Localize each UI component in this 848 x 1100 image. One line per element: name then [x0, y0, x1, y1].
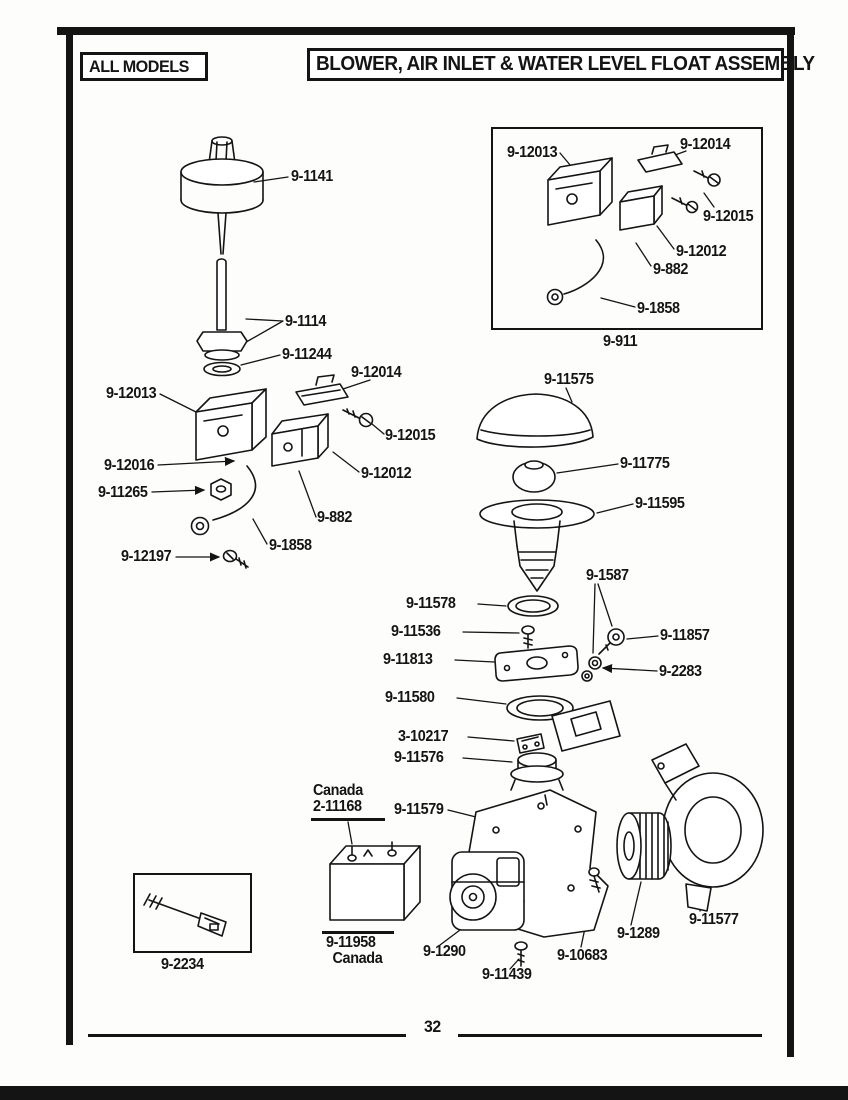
part-label-9-11857: 9-11857 — [660, 627, 710, 644]
part-label-9-11578: 9-11578 — [406, 595, 456, 612]
page-title: BLOWER, AIR INLET & WATER LEVEL FLOAT AS… — [316, 53, 815, 75]
part-label-canada-2-11168: Canada 2-11168 — [313, 783, 363, 815]
part-label-9-11575: 9-11575 — [544, 371, 594, 388]
inset-label-9-12012: 9-12012 — [676, 243, 727, 260]
part-label-9-11580: 9-11580 — [385, 689, 435, 706]
float-switch-assembly-drawing — [180, 136, 374, 569]
part-label-9-11958-canada: 9-11958 Canada — [326, 934, 383, 967]
water-level-assembly-drawing — [467, 393, 625, 938]
part-label-9-12016: 9-12016 — [104, 457, 155, 474]
inset-label-9-12014: 9-12014 — [680, 136, 731, 153]
part-label-9-1858: 9-1858 — [269, 537, 312, 554]
part-label-9-12012: 9-12012 — [361, 465, 412, 482]
inset-label-9-882: 9-882 — [653, 261, 689, 278]
models-label: ALL MODELS — [89, 56, 189, 76]
part-label-9-11576: 9-11576 — [394, 749, 444, 766]
inset-label-9-12013: 9-12013 — [507, 144, 558, 161]
part-label-9-11439: 9-11439 — [482, 966, 532, 983]
tool-inset-box — [133, 873, 252, 953]
part-label-9-12197: 9-12197 — [121, 548, 172, 565]
inset-caption-9-911: 9-911 — [603, 333, 638, 350]
canada-bottom-line2: Canada — [332, 950, 383, 967]
tool-drawing — [143, 893, 227, 937]
inset-label-9-1858: 9-1858 — [637, 300, 680, 317]
inset-label-9-12015: 9-12015 — [703, 208, 754, 225]
part-label-9-1289: 9-1289 — [617, 925, 660, 942]
canada-bottom-line1: 9-11958 — [326, 934, 376, 951]
part-label-9-12015: 9-12015 — [385, 427, 436, 444]
part-label-9-11775: 9-11775 — [620, 455, 670, 472]
canada-top-line1: Canada — [313, 782, 363, 799]
part-label-9-12013: 9-12013 — [106, 385, 157, 402]
part-label-9-2234: 9-2234 — [161, 956, 204, 973]
part-label-3-10217: 3-10217 — [398, 728, 449, 745]
part-label-9-11265: 9-11265 — [98, 484, 148, 501]
part-label-9-11244: 9-11244 — [282, 346, 332, 363]
leader-lines — [151, 150, 715, 970]
part-label-9-1114: 9-1114 — [285, 313, 327, 330]
footer-rule-left — [88, 1034, 406, 1037]
part-label-9-10683: 9-10683 — [557, 947, 608, 964]
header-left-box: ALL MODELS — [80, 52, 208, 81]
header-right-box: BLOWER, AIR INLET & WATER LEVEL FLOAT AS… — [307, 48, 815, 81]
part-label-9-11577: 9-11577 — [689, 911, 739, 928]
blower-drawing — [449, 743, 764, 967]
part-label-9-11813: 9-11813 — [383, 651, 433, 668]
part-label-9-12014: 9-12014 — [351, 364, 402, 381]
part-label-9-11579: 9-11579 — [394, 801, 444, 818]
canada-top-underline — [311, 818, 385, 821]
part-label-9-11595: 9-11595 — [635, 495, 685, 512]
page-border-left — [66, 27, 73, 1045]
part-label-9-1587: 9-1587 — [586, 567, 629, 584]
part-label-9-11536: 9-11536 — [391, 623, 441, 640]
footer-rule-right — [458, 1034, 762, 1037]
part-label-9-882: 9-882 — [317, 509, 353, 526]
page-number: 32 — [424, 1017, 441, 1036]
switch-inset-box — [491, 127, 763, 330]
inset-assembly-drawing — [546, 144, 721, 306]
page-border-right — [787, 27, 794, 1057]
part-label-9-1141: 9-1141 — [291, 168, 333, 185]
part-label-9-2283: 9-2283 — [659, 663, 702, 680]
page-border-bottom — [0, 1086, 848, 1100]
page-border-top — [57, 27, 795, 35]
transformer-drawing — [329, 841, 421, 921]
canada-bottom-overline — [322, 931, 394, 934]
part-label-9-1290: 9-1290 — [423, 943, 466, 960]
canada-top-line2: 2-11168 — [313, 798, 362, 815]
